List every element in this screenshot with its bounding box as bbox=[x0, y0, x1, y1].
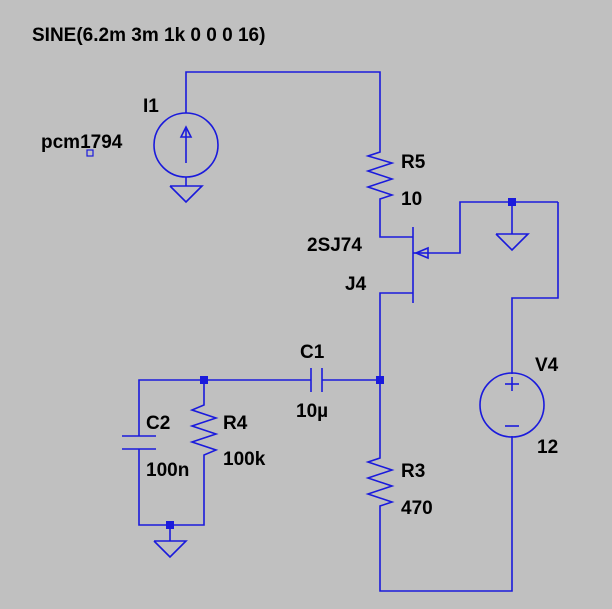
r5-value-label: 10 bbox=[401, 189, 422, 210]
jfet-j4[interactable] bbox=[412, 227, 429, 303]
ground-i1-icon bbox=[169, 185, 204, 204]
junction-gnd-bottom bbox=[166, 521, 174, 529]
resistor-r4[interactable] bbox=[189, 392, 219, 466]
voltage-source-v4[interactable] bbox=[479, 372, 545, 438]
wire-to-v4-plus[interactable] bbox=[511, 202, 559, 374]
resistor-r3[interactable] bbox=[365, 444, 395, 519]
junction-drain bbox=[376, 376, 384, 384]
current-source-i1[interactable] bbox=[153, 112, 219, 186]
i1-value-anchor bbox=[86, 149, 94, 157]
c1-name-label: C1 bbox=[300, 342, 325, 363]
wire-c1-left[interactable] bbox=[138, 379, 311, 436]
c2-name-label: C2 bbox=[146, 413, 170, 434]
i1-arrow-head-icon bbox=[179, 125, 193, 138]
ground-right-icon bbox=[495, 233, 530, 252]
resistor-r5[interactable] bbox=[365, 145, 395, 210]
i1-value-label: pcm1794 bbox=[41, 132, 123, 153]
wire-j4-drain[interactable] bbox=[379, 292, 413, 444]
wire-i1-to-r5[interactable] bbox=[185, 71, 381, 145]
r5-name-label: R5 bbox=[401, 152, 426, 173]
j4-name-label: J4 bbox=[345, 274, 367, 295]
junctions bbox=[166, 198, 516, 529]
c2-value-label: 100n bbox=[146, 460, 189, 481]
sine-directive[interactable]: SINE(6.2m 3m 1k 0 0 0 16) bbox=[32, 25, 265, 46]
wire-r5-to-j4-source[interactable] bbox=[379, 210, 413, 238]
v4-name-label: V4 bbox=[535, 355, 559, 376]
i1-name-label: I1 bbox=[143, 96, 159, 117]
ground-bottom-icon bbox=[153, 540, 188, 559]
r4-value-label: 100k bbox=[223, 449, 266, 470]
v4-body bbox=[479, 372, 545, 438]
j4-model-label: 2SJ74 bbox=[307, 235, 362, 256]
wire-r3-to-v4[interactable] bbox=[379, 436, 513, 592]
capacitor-c2[interactable] bbox=[122, 435, 156, 450]
capacitor-c1[interactable] bbox=[310, 368, 323, 392]
junction-gate-gnd bbox=[508, 198, 516, 206]
wire-j4-gate[interactable] bbox=[428, 201, 558, 254]
r3-name-label: R3 bbox=[401, 461, 425, 482]
junction-c1-r4 bbox=[200, 376, 208, 384]
wires bbox=[138, 71, 559, 592]
r4-name-label: R4 bbox=[223, 413, 248, 434]
v4-value-label: 12 bbox=[537, 437, 558, 458]
j4-gate-arrow-icon bbox=[413, 246, 429, 260]
c1-value-label: 10µ bbox=[296, 401, 328, 422]
r3-value-label: 470 bbox=[401, 498, 433, 519]
